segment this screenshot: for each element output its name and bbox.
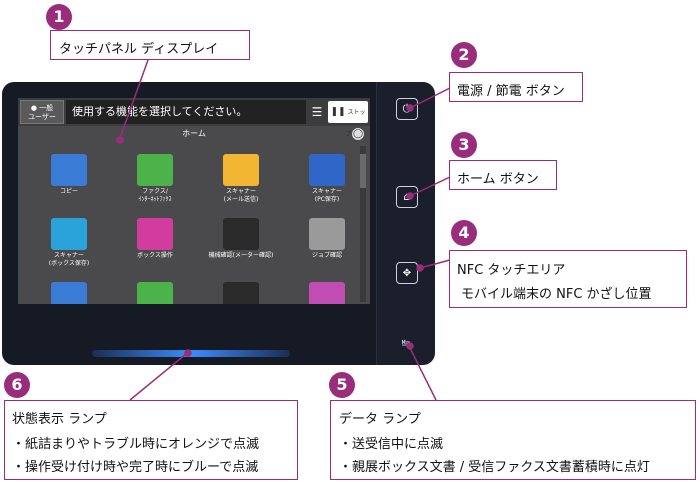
callout-touch-panel-title: タッチパネル ディスプレイ bbox=[59, 42, 219, 57]
pause-icon: ❚❚ bbox=[330, 107, 346, 117]
user-icon: ● bbox=[30, 104, 37, 112]
touch-panel-display[interactable]: ● 一般 ユーザー 使用する機能を選択してください。 ☰ ❚❚ ストップ ホーム… bbox=[18, 98, 370, 304]
callout-number-2: 2 bbox=[451, 42, 477, 68]
callout-nfc-line2: モバイル端末の NFC かざし位置 bbox=[461, 287, 652, 302]
app-label: スキャナー (PC保存) bbox=[311, 188, 342, 203]
callout-number-3: 3 bbox=[451, 132, 477, 158]
callout-data-title: データ ランプ bbox=[339, 412, 421, 427]
data-lamp-icon: ↹ bbox=[401, 337, 411, 350]
callout-number-6: 6 bbox=[4, 372, 30, 398]
app-label: 機械確認(メーター確認) bbox=[208, 252, 274, 259]
home-title: ホーム bbox=[182, 129, 206, 138]
globe-icon[interactable]: ◯ bbox=[352, 128, 364, 140]
app-tile-partial[interactable] bbox=[292, 278, 362, 304]
callout-data-line2: ・親展ボックス文書 / 受信ファクス文書蓄積時に点灯 bbox=[339, 460, 650, 475]
nfc-area[interactable]: ✥ bbox=[396, 262, 418, 284]
app-tile[interactable]: スキャナー (PC保存) bbox=[292, 150, 362, 210]
app-tile[interactable]: ジョブ確認 bbox=[292, 214, 362, 274]
app-tile[interactable]: コピー bbox=[34, 150, 104, 210]
menu-icon[interactable]: ☰ bbox=[311, 105, 323, 119]
callout-home-title: ホーム ボタン bbox=[457, 172, 539, 187]
callout-status-line2: ・操作受け付け時や完了時にブルーで点滅 bbox=[12, 460, 259, 475]
app-label: スキャナー (ボックス保存) bbox=[48, 252, 90, 267]
app-icon bbox=[223, 154, 259, 186]
hardware-button-strip bbox=[376, 82, 435, 365]
app-label: ジョブ確認 bbox=[311, 252, 342, 259]
stop-button[interactable]: ❚❚ ストップ bbox=[328, 101, 368, 138]
app-icon bbox=[137, 282, 173, 304]
app-tile-partial[interactable] bbox=[120, 278, 190, 304]
callout-home-button: ホーム ボタン bbox=[449, 160, 557, 190]
app-label: スキャナー (メール送信) bbox=[223, 188, 259, 203]
callout-number-4: 4 bbox=[451, 220, 477, 246]
app-icon bbox=[51, 154, 87, 186]
message-area: 使用する機能を選択してください。 bbox=[66, 100, 306, 124]
app-label: コピー bbox=[59, 188, 78, 195]
screen-top-bar: ● 一般 ユーザー 使用する機能を選択してください。 ☰ ❚❚ ストップ bbox=[18, 98, 370, 138]
stop-label: ストップ bbox=[344, 109, 366, 138]
scrollbar-thumb[interactable] bbox=[360, 154, 366, 188]
callout-number-1: 1 bbox=[46, 4, 72, 30]
app-icon bbox=[309, 282, 345, 304]
app-label: ファクス/ ｲﾝﾀｰﾈｯﾄﾌｧｸｽ bbox=[138, 188, 172, 203]
nfc-icon: ✥ bbox=[402, 268, 412, 279]
app-icon bbox=[137, 154, 173, 186]
callout-data-line1: ・送受信中に点滅 bbox=[339, 437, 444, 452]
app-tile[interactable]: ボックス操作 bbox=[120, 214, 190, 274]
app-icon bbox=[309, 154, 345, 186]
app-icon bbox=[137, 218, 173, 250]
app-icon bbox=[223, 282, 259, 304]
app-tile[interactable]: 機械確認(メーター確認) bbox=[206, 214, 276, 274]
user-label: 一般 ユーザー bbox=[28, 104, 56, 121]
app-tile-partial[interactable] bbox=[34, 278, 104, 304]
app-icon bbox=[51, 218, 87, 250]
app-tile[interactable]: スキャナー (ボックス保存) bbox=[34, 214, 104, 274]
callout-power-title: 電源 / 節電 ボタン bbox=[457, 84, 565, 99]
callout-power-button: 電源 / 節電 ボタン bbox=[449, 72, 583, 102]
app-label: ボックス操作 bbox=[137, 252, 173, 259]
app-icon bbox=[51, 282, 87, 304]
callout-nfc-line1: NFC タッチエリア bbox=[457, 263, 566, 278]
callout-data-lamp: データ ランプ ・送受信中に点滅 ・親展ボックス文書 / 受信ファクス文書蓄積時… bbox=[330, 400, 696, 480]
app-tile[interactable]: スキャナー (メール送信) bbox=[206, 150, 276, 210]
callout-nfc: NFC タッチエリア モバイル端末の NFC かざし位置 bbox=[449, 250, 687, 308]
callout-status-line1: ・紙詰まりやトラブル時にオレンジで点滅 bbox=[12, 437, 260, 452]
app-icon bbox=[223, 218, 259, 250]
app-icon bbox=[309, 218, 345, 250]
app-tile[interactable]: ファクス/ ｲﾝﾀｰﾈｯﾄﾌｧｸｽ bbox=[120, 150, 190, 210]
callout-touch-panel: タッチパネル ディスプレイ bbox=[50, 30, 250, 60]
callout-status-title: 状態表示 ランプ bbox=[12, 412, 107, 427]
user-button[interactable]: ● 一般 ユーザー bbox=[20, 100, 64, 124]
callout-status-lamp: 状態表示 ランプ ・紙詰まりやトラブル時にオレンジで点滅 ・操作受け付け時や完了… bbox=[4, 400, 298, 480]
callout-number-5: 5 bbox=[329, 372, 355, 398]
app-tile-partial[interactable] bbox=[206, 278, 276, 304]
scrollbar[interactable] bbox=[360, 146, 366, 302]
